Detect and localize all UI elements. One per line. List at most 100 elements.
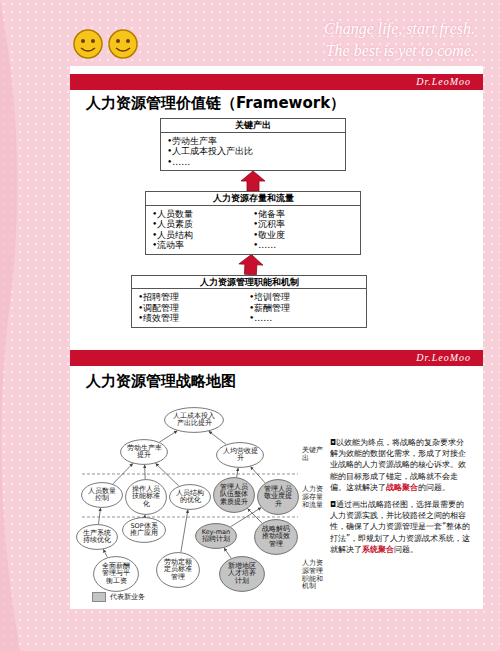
bullet-mark: ◘ (330, 438, 336, 447)
bullet-item: •人员结构 (152, 230, 253, 241)
ellipse-shape (94, 557, 139, 592)
goal-text: 管理人员队伍整体素质提升 (219, 484, 250, 506)
goal-text: 人工成本投入产出比提升 (172, 413, 216, 428)
goal-ellipse: SOP体系推广应用 (122, 517, 166, 543)
layer-label: 人力资源管理职能和机制 (302, 560, 328, 591)
ellipse-shape (126, 480, 167, 515)
goal-ellipse: 全面薪酬管理与平衡工资 (93, 556, 139, 592)
goal-ellipse: Key-man招聘计划 (195, 523, 237, 549)
ellipse-shape (196, 524, 237, 549)
connector-line (144, 465, 146, 479)
bullet-column: •人员数量•人员素质•人员结构•流动率 (152, 209, 253, 251)
bullet-mark: ◘ (330, 500, 336, 509)
ellipse-shape (82, 483, 123, 508)
goal-ellipse: 劳动生产率提升 (120, 439, 168, 465)
left-wave (0, 0, 20, 651)
box-body: •劳动生产率•人工成本投入产出比•…… (161, 133, 345, 171)
bullet-item: •绩效管理 (138, 313, 249, 324)
note-paragraph: ◘以效能为终点，将战略的复杂要求分解为效能的数据化需求，形成了对接企业战略的人力… (330, 437, 472, 493)
goal-ellipse: 新增地区人才培养计划 (219, 556, 265, 592)
ellipse-shape (123, 518, 166, 543)
ellipse-shape (157, 553, 200, 588)
note-text: 的问题。 (418, 483, 450, 492)
red-bar: Dr.LeoMoo (70, 74, 483, 90)
goal-ellipse: 劳动定额定员标准管理 (156, 552, 200, 588)
slogan-text: The best is yet to come. (230, 42, 475, 60)
layer-divider (82, 517, 298, 518)
bullet-item: •劳动生产率 (167, 136, 339, 147)
goal-text: 管理人员敬业度提升 (263, 486, 294, 508)
layer-label: 关键产出 (302, 447, 328, 463)
goal-ellipse: 管理人员队伍整体素质提升 (213, 477, 255, 513)
bullet-column: •培训管理•薪酬管理•…… (249, 292, 360, 324)
bullet-item: •…… (249, 313, 360, 324)
bullet-item: •…… (167, 157, 339, 168)
bullet-item: •招聘管理 (138, 292, 249, 303)
bullet-item: •培训管理 (249, 292, 360, 303)
goal-ellipse: 管理人员敬业度提升 (257, 479, 299, 515)
section-heading: 人力资源管理战略地图 (86, 372, 236, 391)
process-box: 关键产出 •劳动生产率•人工成本投入产出比•…… (160, 118, 346, 171)
text-column: ◘以效能为终点，将战略的复杂要求分解为效能的数据化需求，形成了对接企业战略的人力… (330, 437, 472, 561)
goal-ellipse: 人员数量控制 (81, 482, 123, 508)
process-box: 人力资源存量和流量•人员数量•人员素质•人员结构•流动率•储备率•沉积率•敬业度… (145, 191, 361, 255)
connector-line (160, 431, 178, 442)
bullet-item: •流动率 (152, 240, 253, 251)
bullet-item: •沉积率 (253, 219, 354, 230)
legend-swatch (92, 592, 106, 602)
layer-label: 人力资源存量和流量 (302, 486, 328, 509)
goal-text: 战略解码推动绩效管理 (260, 526, 293, 548)
connector-line (248, 509, 262, 523)
box-heading: 人力资源管理职能和机制 (132, 276, 366, 290)
note-emphasis: 战略聚合 (386, 483, 418, 492)
bullet-column: •储备率•沉积率•敬业度•…… (253, 209, 354, 251)
goal-ellipse: 人员结构的优化 (169, 484, 211, 510)
bullet-item: •调配管理 (138, 303, 249, 314)
goal-text: 新增地区人才培养计划 (225, 563, 259, 585)
bullet-item: •储备率 (253, 209, 354, 220)
goal-text: 人员数量控制 (87, 488, 118, 503)
connector-line (209, 431, 226, 444)
bullet-item: •人员数量 (152, 209, 253, 220)
page-heading: 人力资源管理价值链（Framework） (86, 94, 345, 113)
connector-line (156, 463, 179, 486)
goal-text: 人均营收提升 (222, 448, 258, 463)
bullet-column: •劳动生产率•人工成本投入产出比•…… (167, 136, 339, 168)
legend-text: 代表新业务 (110, 592, 145, 602)
connector-line (113, 464, 133, 484)
ellipse-shape (121, 440, 168, 465)
goal-text: 劳动定额定员标准管理 (162, 559, 195, 581)
goal-ellipse: 操作人员技能标准化 (125, 479, 167, 515)
white-panel (70, 66, 483, 609)
bullet-item: •薪酬管理 (249, 303, 360, 314)
ellipse-shape (255, 520, 298, 555)
bullet-item: •人工成本投入产出比 (167, 146, 339, 157)
author-mark: Dr.LeoMoo (416, 352, 471, 363)
ellipse-shape (165, 408, 224, 433)
note-paragraph: ◘通过画出战略路径图，选择最需要的人力资源实践，并比较路径之间的相容性，确保了人… (330, 499, 472, 555)
connector-line (224, 548, 231, 558)
box-heading: 人力资源存量和流量 (146, 192, 360, 206)
goal-ellipse: 人工成本投入产出比提升 (164, 407, 224, 433)
goal-text: 人员结构的优化 (175, 490, 206, 505)
note-emphasis: 系统聚合 (362, 545, 394, 554)
bullet-item: •…… (253, 240, 354, 251)
block-arrow (239, 255, 263, 275)
ellipse-shape (77, 525, 118, 550)
smiley-icon (74, 30, 137, 58)
connector-line (144, 515, 145, 517)
goal-ellipse: 战略解码推动绩效管理 (254, 519, 298, 555)
box-heading: 关键产出 (161, 119, 345, 133)
connector-line (251, 467, 266, 483)
bullet-item: •人员素质 (152, 219, 253, 230)
red-bar: Dr.LeoMoo (70, 350, 483, 366)
bullet-column: •招聘管理•调配管理•绩效管理 (138, 292, 249, 324)
ellipse-shape (217, 443, 264, 468)
goal-ellipse: 人均营收提升 (216, 442, 264, 468)
connector-line (103, 549, 107, 557)
box-body: •人员数量•人员素质•人员结构•流动率•储备率•沉积率•敬业度•…… (146, 206, 360, 254)
goal-text: SOP体系推广应用 (128, 523, 161, 538)
box-body: •招聘管理•调配管理•绩效管理•培训管理•薪酬管理•…… (132, 289, 366, 327)
ellipse-shape (258, 480, 299, 515)
